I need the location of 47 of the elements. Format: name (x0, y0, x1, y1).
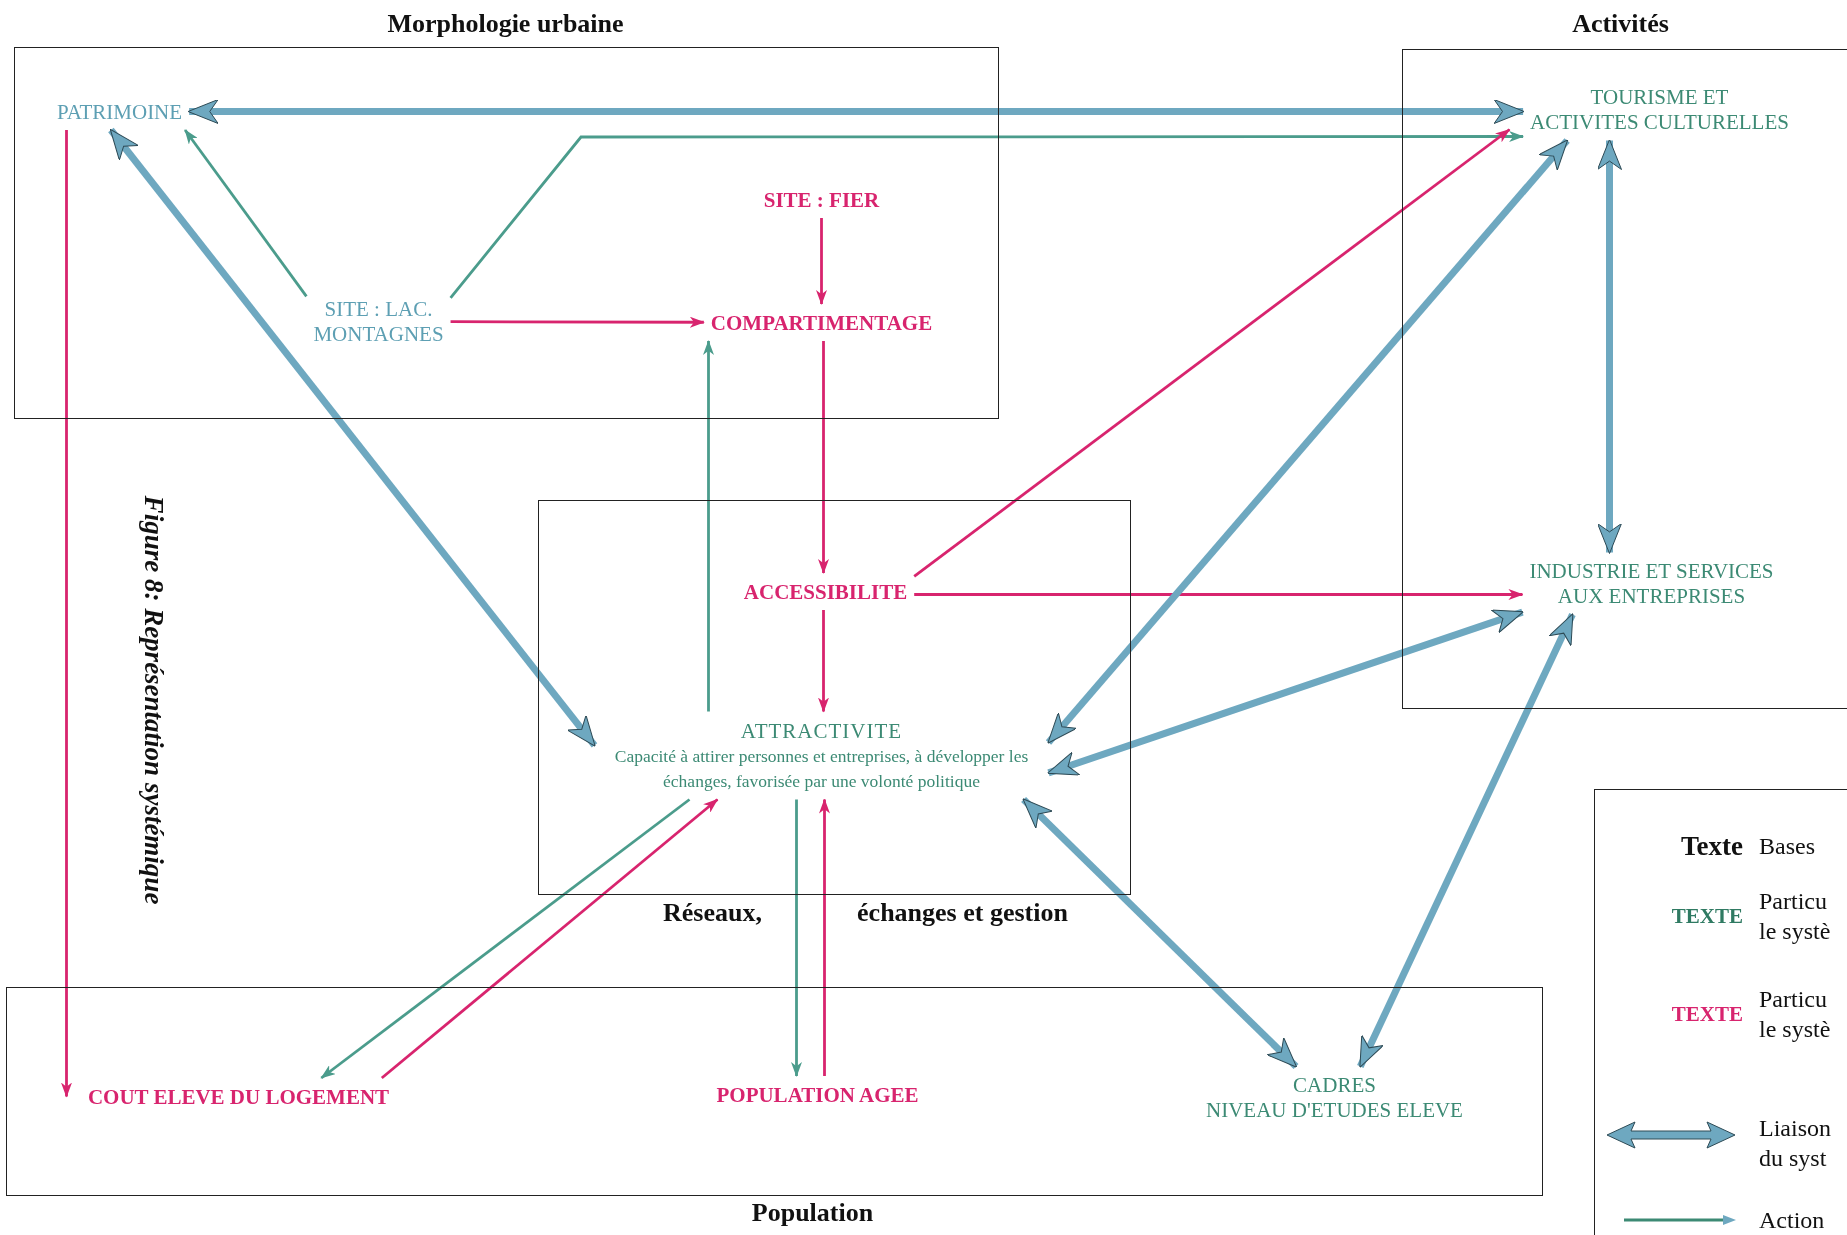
concept-description: Capacité à attirer personnes et entreprises, à développer les échanges, favorisée par une volonté politique (613, 744, 1030, 793)
group-heading: Réseaux, (663, 897, 762, 928)
arrow (450, 316, 705, 328)
arrow (819, 798, 830, 1076)
arrow (449, 131, 1525, 299)
legend-text: Liaison du syst (1759, 1114, 1831, 1173)
arrow (320, 798, 691, 1080)
concept-label: CADRES NIVEAU D'ETUDES ELEVE (1202, 1069, 1467, 1126)
legend-text: Particu le systè (1759, 887, 1831, 946)
concept-label: SITE : FIER (759, 184, 884, 215)
arrow (913, 128, 1511, 578)
legend-sample-text: TEXTE (1671, 903, 1743, 929)
legend-text: Particu le systè (1759, 985, 1831, 1044)
arrow (183, 129, 308, 298)
group-heading: Morphologie urbaine (387, 8, 624, 39)
legend-sample-text: TEXTE (1671, 1001, 1743, 1027)
figure-caption: Figure 8: Représentation systémique (137, 495, 169, 905)
double-headed-arrow (1597, 139, 1622, 554)
group-heading: Activités (1572, 8, 1669, 39)
arrow (818, 610, 829, 713)
double-headed-arrow (187, 99, 1525, 124)
double-headed-arrow (1047, 608, 1524, 777)
arrow (816, 218, 827, 305)
concept-label: TOURISME ET ACTIVITES CULTURELLES (1526, 81, 1793, 138)
double-headed-arrow (108, 127, 598, 748)
double-headed-arrow (1021, 797, 1299, 1069)
legend-text: Action (1759, 1206, 1825, 1235)
arrow (914, 589, 1524, 600)
group-heading: Population (751, 1197, 874, 1228)
arrow (703, 340, 714, 712)
group-heading: échanges et gestion (857, 897, 1068, 928)
arrow (61, 130, 72, 1098)
concept-label: COUT ELEVE DU LOGEMENT (83, 1081, 394, 1112)
arrow (380, 798, 719, 1080)
concept-label: PATRIMOINE (52, 96, 187, 127)
concept-label: INDUSTRIE ET SERVICES AUX ENTREPRISES (1525, 555, 1778, 612)
arrow (791, 799, 802, 1077)
concept-label: ACCESSIBILITE (739, 576, 912, 607)
concept-label: COMPARTIMENTAGE (706, 307, 937, 338)
double-headed-arrow (1357, 613, 1576, 1068)
arrow (818, 341, 829, 574)
concept-label: SITE : LAC. MONTAGNES (309, 293, 448, 350)
concept-label: POPULATION AGEE (712, 1079, 923, 1110)
concept-title: ATTRACTIVITE (739, 717, 904, 744)
legend-text: Bases (1759, 832, 1815, 861)
legend-sample-text: Texte (1681, 830, 1743, 862)
double-headed-arrow (1045, 138, 1570, 745)
